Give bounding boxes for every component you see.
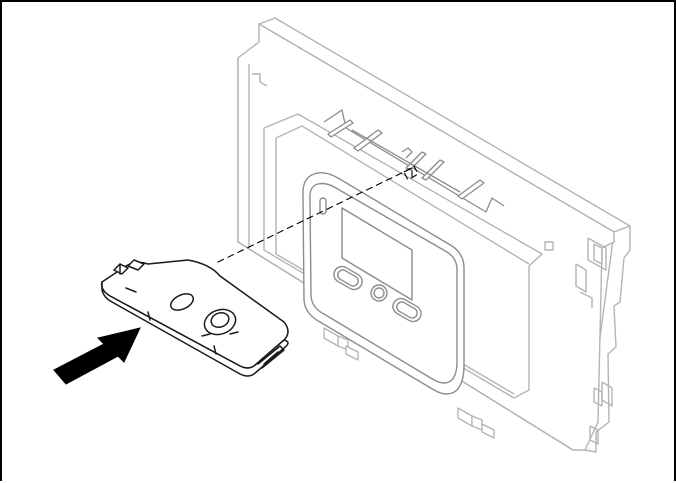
module-oval-button xyxy=(169,293,195,311)
housing-corner-mark xyxy=(544,241,554,251)
module-top-surface xyxy=(100,259,289,369)
panel-button-right-inner xyxy=(396,301,418,319)
module-side-face xyxy=(100,281,289,377)
vent-slot-5 xyxy=(457,179,485,200)
control-panel xyxy=(302,171,465,395)
display-screen xyxy=(341,207,413,301)
vent-slot-1 xyxy=(327,119,354,138)
vent-slot-2 xyxy=(353,129,383,152)
control-panel-indicator xyxy=(319,197,327,215)
panel-button-left-inner xyxy=(337,269,359,287)
guide-line-upper xyxy=(213,167,413,265)
plug-in-module xyxy=(100,259,289,377)
bottom-clip-2 xyxy=(457,407,473,427)
guide-line-target xyxy=(403,165,419,181)
module-latch-right xyxy=(127,259,145,271)
housing-bottom-clips xyxy=(323,327,495,439)
alignment-guide-lines xyxy=(213,165,419,265)
insertion-arrow xyxy=(53,327,141,385)
arrow-shape xyxy=(53,327,141,385)
vent-slot-4 xyxy=(421,159,445,181)
